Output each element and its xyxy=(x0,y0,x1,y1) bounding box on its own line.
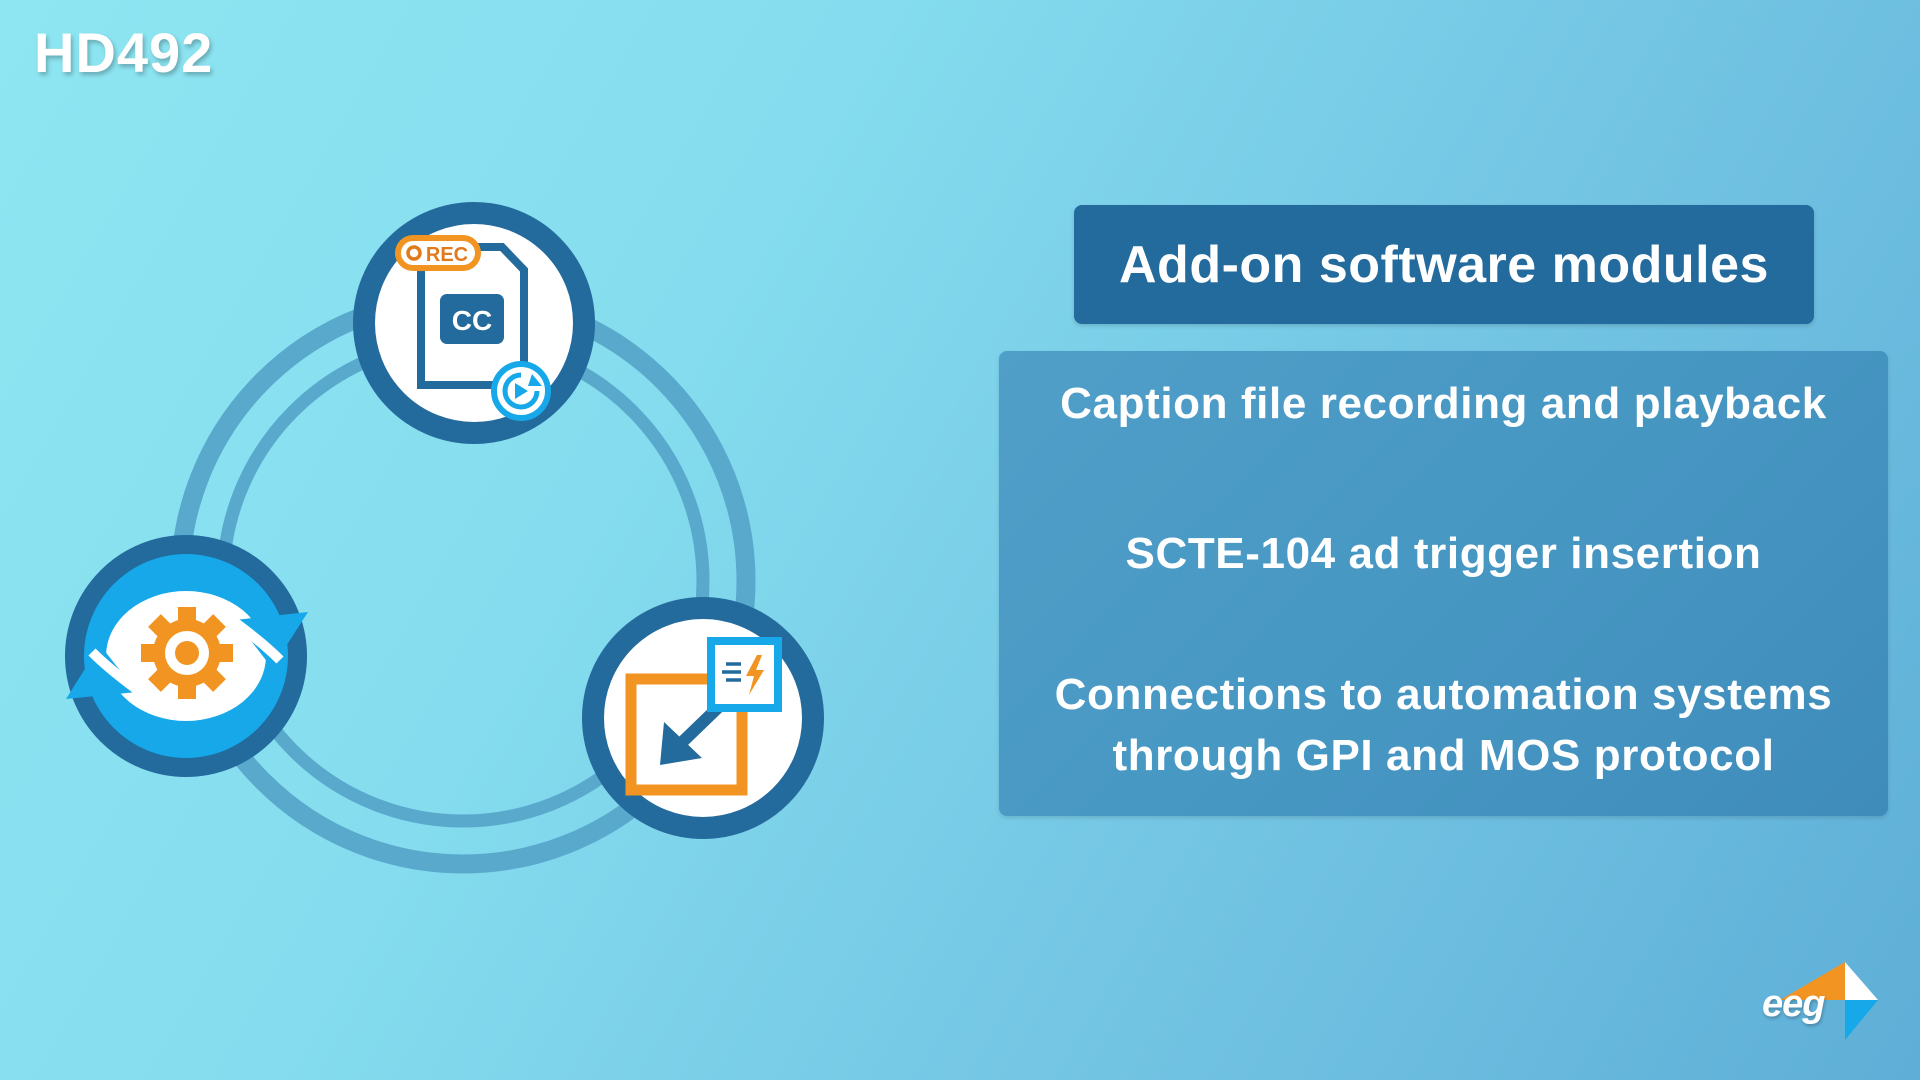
section-header: Add-on software modules xyxy=(1074,205,1814,324)
logo-triangles-icon xyxy=(1780,962,1878,1040)
module-item-automation-line1: Connections to automation systems xyxy=(1054,670,1833,719)
automation-import-icon xyxy=(582,597,824,839)
eeg-logo: eeg xyxy=(1760,955,1890,1050)
module-item-automation-line2: through GPI and MOS protocol xyxy=(1112,731,1775,780)
settings-sync-icon xyxy=(65,535,308,777)
caption-file-record-icon: CC REC xyxy=(353,202,595,444)
rec-badge-label: REC xyxy=(426,244,468,266)
module-item-caption: Caption file recording and playback xyxy=(1060,379,1827,428)
module-item-scte104: SCTE-104 ad trigger insertion xyxy=(1125,529,1762,578)
product-model-label: HD492 xyxy=(34,21,214,84)
module-cycle-diagram: CC REC xyxy=(65,202,824,874)
cc-label: CC xyxy=(452,305,492,336)
modules-panel: Caption file recording and playback SCTE… xyxy=(999,351,1888,816)
section-title: Add-on software modules xyxy=(1119,235,1769,294)
logo-text: eeg xyxy=(1762,983,1825,1025)
